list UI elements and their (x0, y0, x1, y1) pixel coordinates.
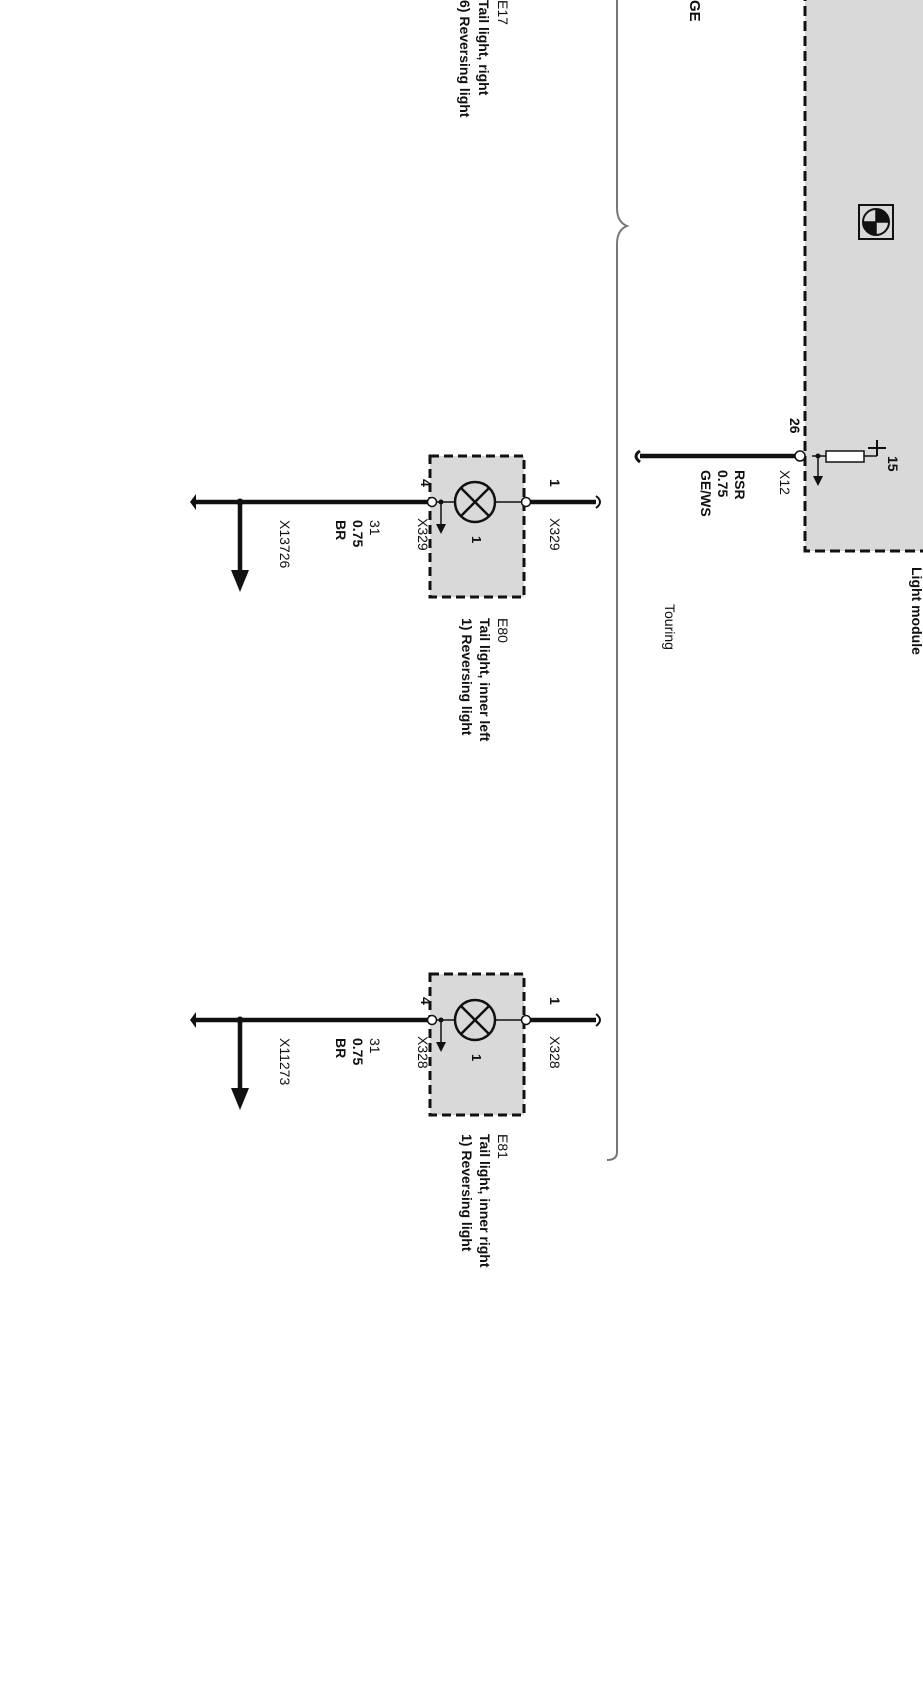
rsr-color: GE/WS (698, 470, 714, 517)
e81-tail-light (190, 972, 601, 1117)
e80-ground-term: 31 (367, 520, 383, 536)
bracket (606, 0, 630, 1161)
e17-desc-2: 6) Reversing light (457, 0, 473, 118)
rsr-wire (634, 449, 806, 464)
e81-desc-2: 1) Reversing light (459, 1134, 475, 1252)
e81-bulb-icon (453, 998, 497, 1042)
rsr-size: 0.75 (715, 470, 731, 497)
e80-pin-in: 1 (547, 479, 563, 487)
e81-connector-out: X328 (415, 1036, 431, 1069)
e80-desc-1: Tail light, inner left (477, 618, 493, 742)
e80-bulb-number: 1 (469, 536, 484, 543)
e80-ground-color: BR (333, 520, 349, 540)
rsr-signal: RSR (732, 470, 748, 500)
e80-connector-in: X329 (547, 518, 563, 551)
e80-housing (428, 454, 526, 599)
touring-note: Touring (662, 604, 678, 650)
e80-desc-2: 1) Reversing light (459, 618, 475, 736)
e17-desc-1: Tail light, right (476, 0, 492, 96)
light-module-box (803, 0, 923, 553)
e17-id: E17 (495, 0, 511, 25)
e81-id: E81 (495, 1134, 511, 1159)
e81-ground-point: X11273 (277, 1038, 293, 1085)
bmw-roundel-icon (858, 204, 894, 240)
e80-ground-point: X13726 (277, 520, 293, 568)
e81-desc-1: Tail light, inner right (477, 1134, 493, 1268)
e81-ground-term: 31 (367, 1038, 383, 1054)
e80-ground-size: 0.75 (350, 520, 366, 547)
e81-pin-out: 4 (418, 997, 434, 1005)
fuse-icon (812, 440, 886, 486)
e80-pin-out: 4 (418, 479, 434, 487)
e80-id: E80 (495, 618, 511, 643)
e81-housing (428, 972, 526, 1117)
e81-pin-in: 1 (547, 997, 563, 1005)
e81-ground-size: 0.75 (350, 1038, 366, 1065)
top-fragment-label: GE (686, 0, 703, 22)
e81-connector-in: X328 (547, 1036, 563, 1069)
e80-tail-light (190, 454, 601, 599)
light-module: Light module 15 (803, 0, 923, 655)
light-module-label: Light module (909, 567, 923, 655)
pin-26-terminal (794, 450, 806, 462)
e81-bulb-number: 1 (469, 1054, 484, 1061)
pin-26-label: 26 (787, 418, 803, 434)
fuse-label: 15 (885, 456, 901, 472)
e80-connector-out: X329 (415, 518, 431, 551)
e81-ground-color: BR (333, 1038, 349, 1058)
x12-label: X12 (777, 470, 793, 495)
